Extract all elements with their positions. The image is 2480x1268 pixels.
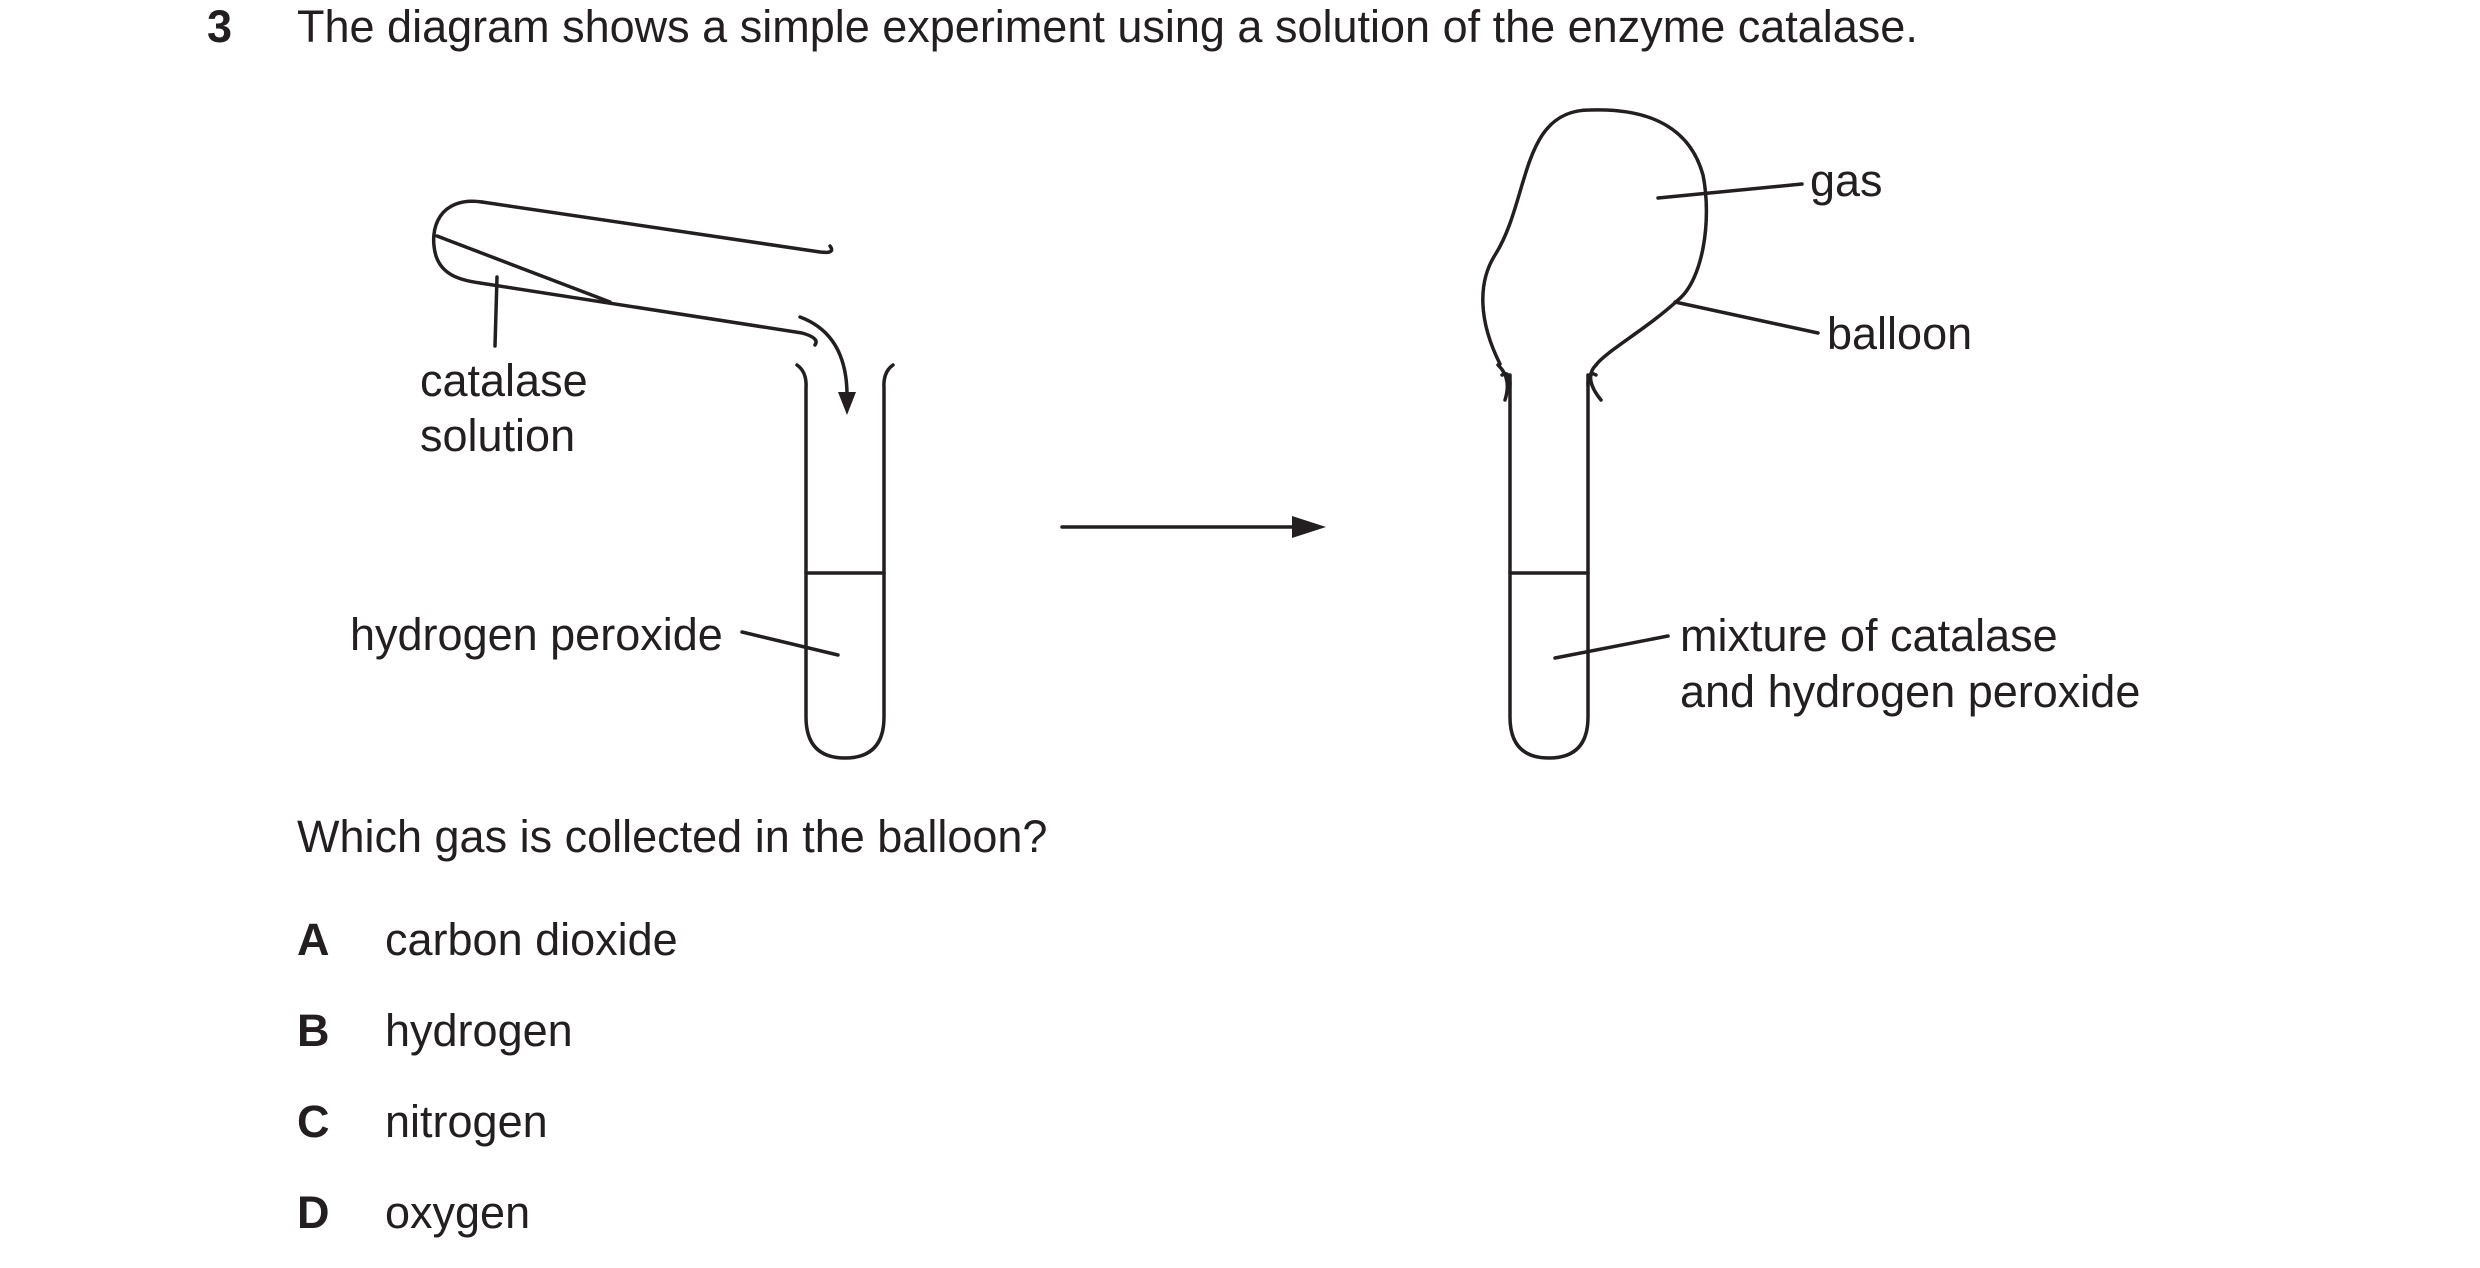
reaction-arrow-head bbox=[1292, 516, 1326, 538]
mixture-leader bbox=[1553, 634, 1670, 660]
gas-leader bbox=[1656, 182, 1804, 200]
option-text: nitrogen bbox=[385, 1096, 548, 1147]
balloon-leader bbox=[1673, 300, 1820, 335]
label-catalase-line2: solution bbox=[420, 410, 575, 461]
label-balloon: balloon bbox=[1827, 308, 1972, 359]
hydrogen-peroxide-leader bbox=[740, 630, 840, 657]
option-text: carbon dioxide bbox=[385, 914, 678, 965]
pour-arrow bbox=[798, 315, 849, 402]
pipette bbox=[431, 199, 834, 347]
label-mixture-line1: mixture of catalase bbox=[1680, 610, 2058, 661]
option-letter: B bbox=[297, 1005, 330, 1056]
right-test-tube bbox=[1508, 373, 1590, 760]
label-mixture-line2: and hydrogen peroxide bbox=[1680, 666, 2140, 717]
label-hydrogen-peroxide: hydrogen peroxide bbox=[350, 609, 723, 660]
left-test-tube bbox=[795, 363, 895, 760]
option-text: oxygen bbox=[385, 1187, 531, 1238]
catalase-meniscus bbox=[435, 234, 612, 304]
question-intro: The diagram shows a simple experiment us… bbox=[297, 1, 1918, 52]
option-letter: D bbox=[297, 1187, 330, 1238]
balloon bbox=[1481, 108, 1709, 402]
option-letter: A bbox=[297, 914, 330, 965]
question-number: 3 bbox=[207, 1, 233, 52]
pour-arrow-head bbox=[838, 392, 856, 415]
label-gas: gas bbox=[1810, 155, 1883, 206]
catalase-leader bbox=[493, 275, 499, 348]
option-letter: C bbox=[297, 1096, 330, 1147]
option-text: hydrogen bbox=[385, 1005, 573, 1056]
label-catalase-line1: catalase bbox=[420, 355, 588, 406]
question-stem: Which gas is collected in the balloon? bbox=[297, 811, 1048, 862]
